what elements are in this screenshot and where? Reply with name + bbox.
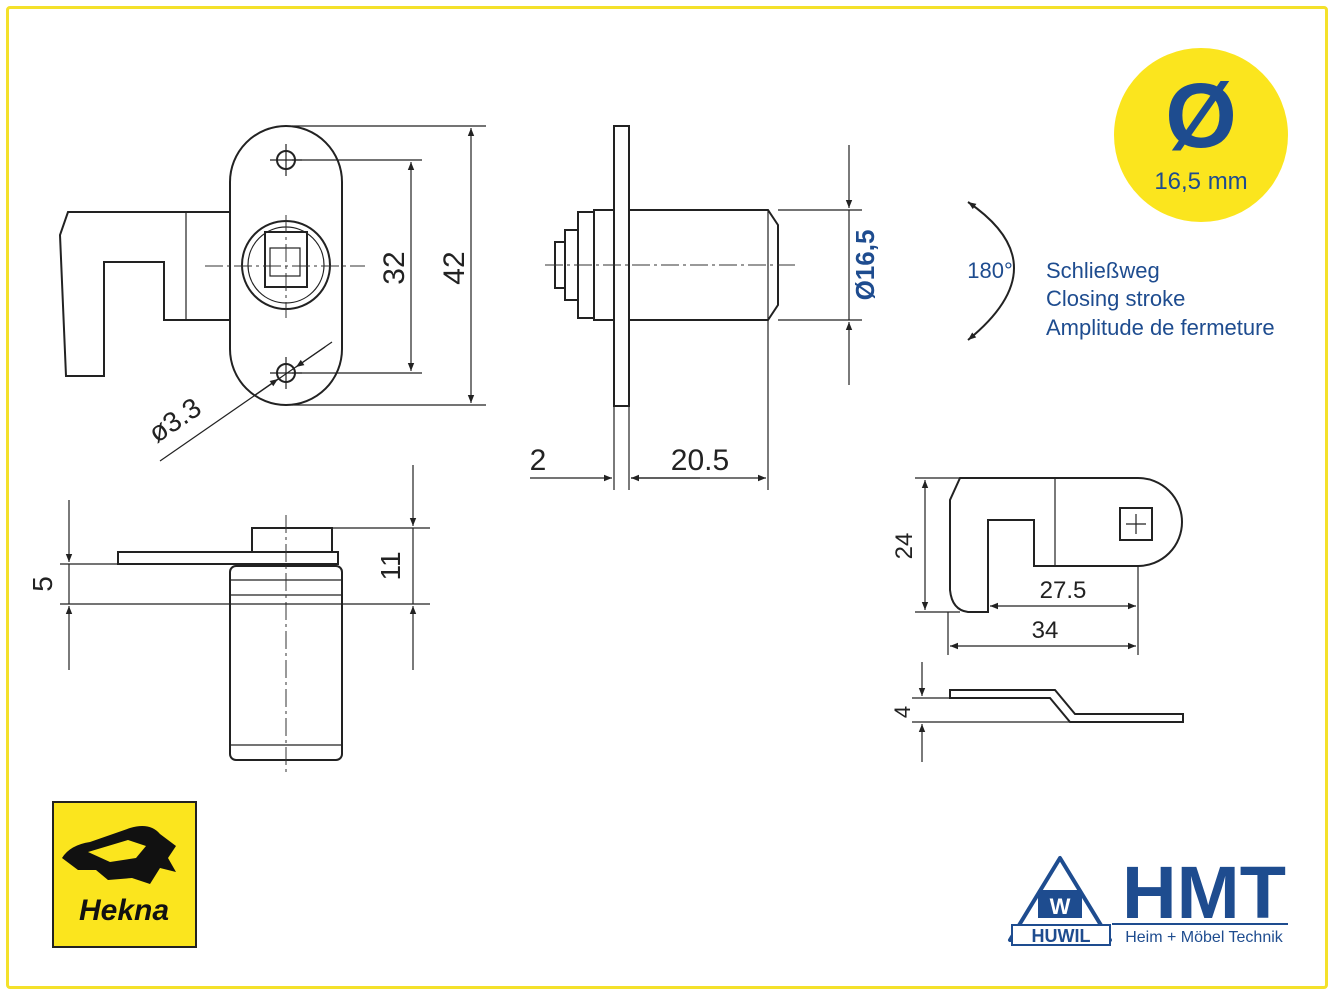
rotation-line-3: Amplitude de fermeture	[1046, 315, 1275, 340]
dim-hole-label: ø3.3	[143, 392, 207, 449]
huwil-name: HUWIL	[1032, 926, 1091, 946]
badge-size-label: 16,5 mm	[1154, 168, 1247, 195]
hekna-logo-text: Hekna	[79, 894, 169, 927]
dim-11-label: 11	[375, 551, 406, 580]
rotation-line-2: Closing stroke	[1046, 286, 1185, 311]
huwil-logo	[1008, 856, 1112, 946]
page-border	[6, 6, 1328, 989]
hmt-subtitle: Heim + Möbel Technik	[1125, 929, 1284, 946]
rotation-indicator	[967, 201, 1015, 341]
rotation-angle-label: 180°	[967, 258, 1013, 283]
bottom-view	[60, 465, 430, 775]
dim-5-label: 5	[27, 576, 58, 592]
diameter-badge	[1114, 48, 1288, 222]
dim-2-label: 2	[530, 444, 547, 477]
cam-top-view	[915, 477, 1183, 655]
hmt-title: HMT	[1122, 851, 1286, 934]
dim-24-label: 24	[891, 533, 918, 560]
dim-34-label: 34	[1032, 617, 1059, 644]
huwil-w-letter: W	[1050, 894, 1071, 919]
dim-32-label: 32	[378, 251, 411, 284]
badge-diameter-symbol: Ø	[1165, 65, 1237, 167]
side-view	[530, 125, 862, 490]
dim-275-label: 27.5	[1040, 577, 1087, 604]
dim-42-label: 42	[438, 251, 471, 284]
dim-4-label: 4	[890, 706, 915, 718]
cam-side-view	[912, 662, 1184, 762]
rotation-line-1: Schließweg	[1046, 258, 1160, 283]
dim-205-label: 20.5	[671, 444, 729, 477]
hekna-logo	[52, 801, 197, 948]
dim-diameter-label: Ø16,5	[850, 230, 880, 301]
front-view	[58, 125, 486, 462]
